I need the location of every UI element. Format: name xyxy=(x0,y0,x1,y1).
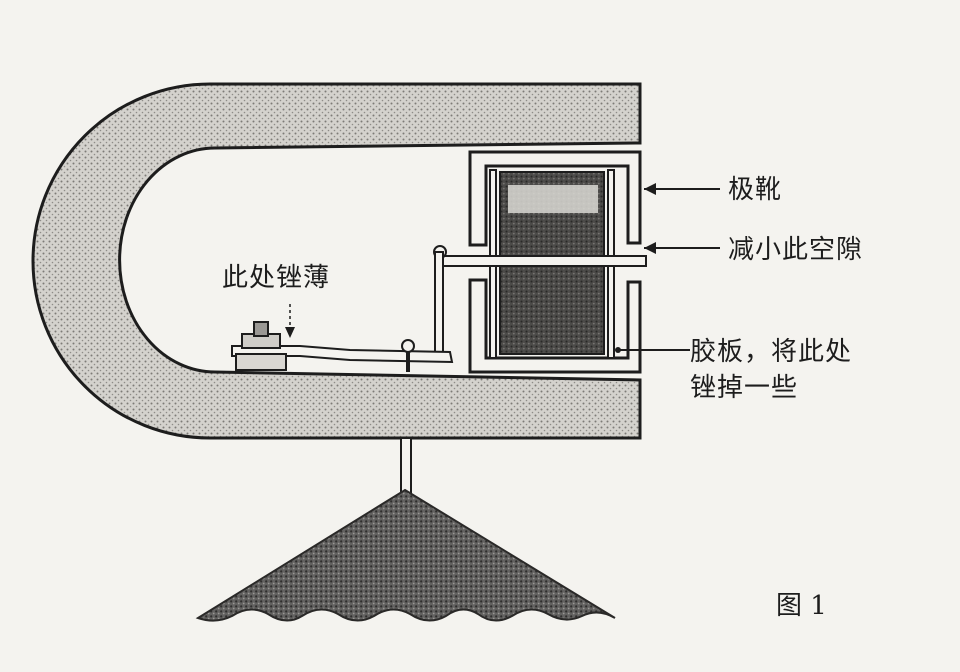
leader-pole-shoe xyxy=(644,183,720,195)
leader-reduce-gap xyxy=(644,242,720,254)
leader-file-thin xyxy=(285,304,295,338)
leader-rubber-plate xyxy=(615,347,690,353)
label-pole-shoe: 极靴 xyxy=(728,175,782,205)
u-magnet xyxy=(31,82,642,440)
label-reduce-gap: 减小此空隙 xyxy=(728,235,863,265)
coil-highlight xyxy=(508,185,598,213)
label-rubber-plate-line2: 锉掉一些 xyxy=(690,373,798,403)
label-file-thin: 此处锉薄 xyxy=(222,263,330,293)
speaker-cone xyxy=(195,488,616,622)
figure-caption: 图 1 xyxy=(776,591,827,621)
bolt-head xyxy=(253,321,269,337)
pole-shoe-upper xyxy=(468,150,642,247)
armature-rod xyxy=(435,255,647,267)
bolt-base xyxy=(235,353,287,371)
lever-pivot xyxy=(401,339,415,353)
label-rubber-plate-line1: 胶板，将此处 xyxy=(690,337,852,367)
drive-pin xyxy=(400,437,412,495)
pole-shoe-lower xyxy=(468,278,642,374)
vertical-link xyxy=(434,251,444,357)
